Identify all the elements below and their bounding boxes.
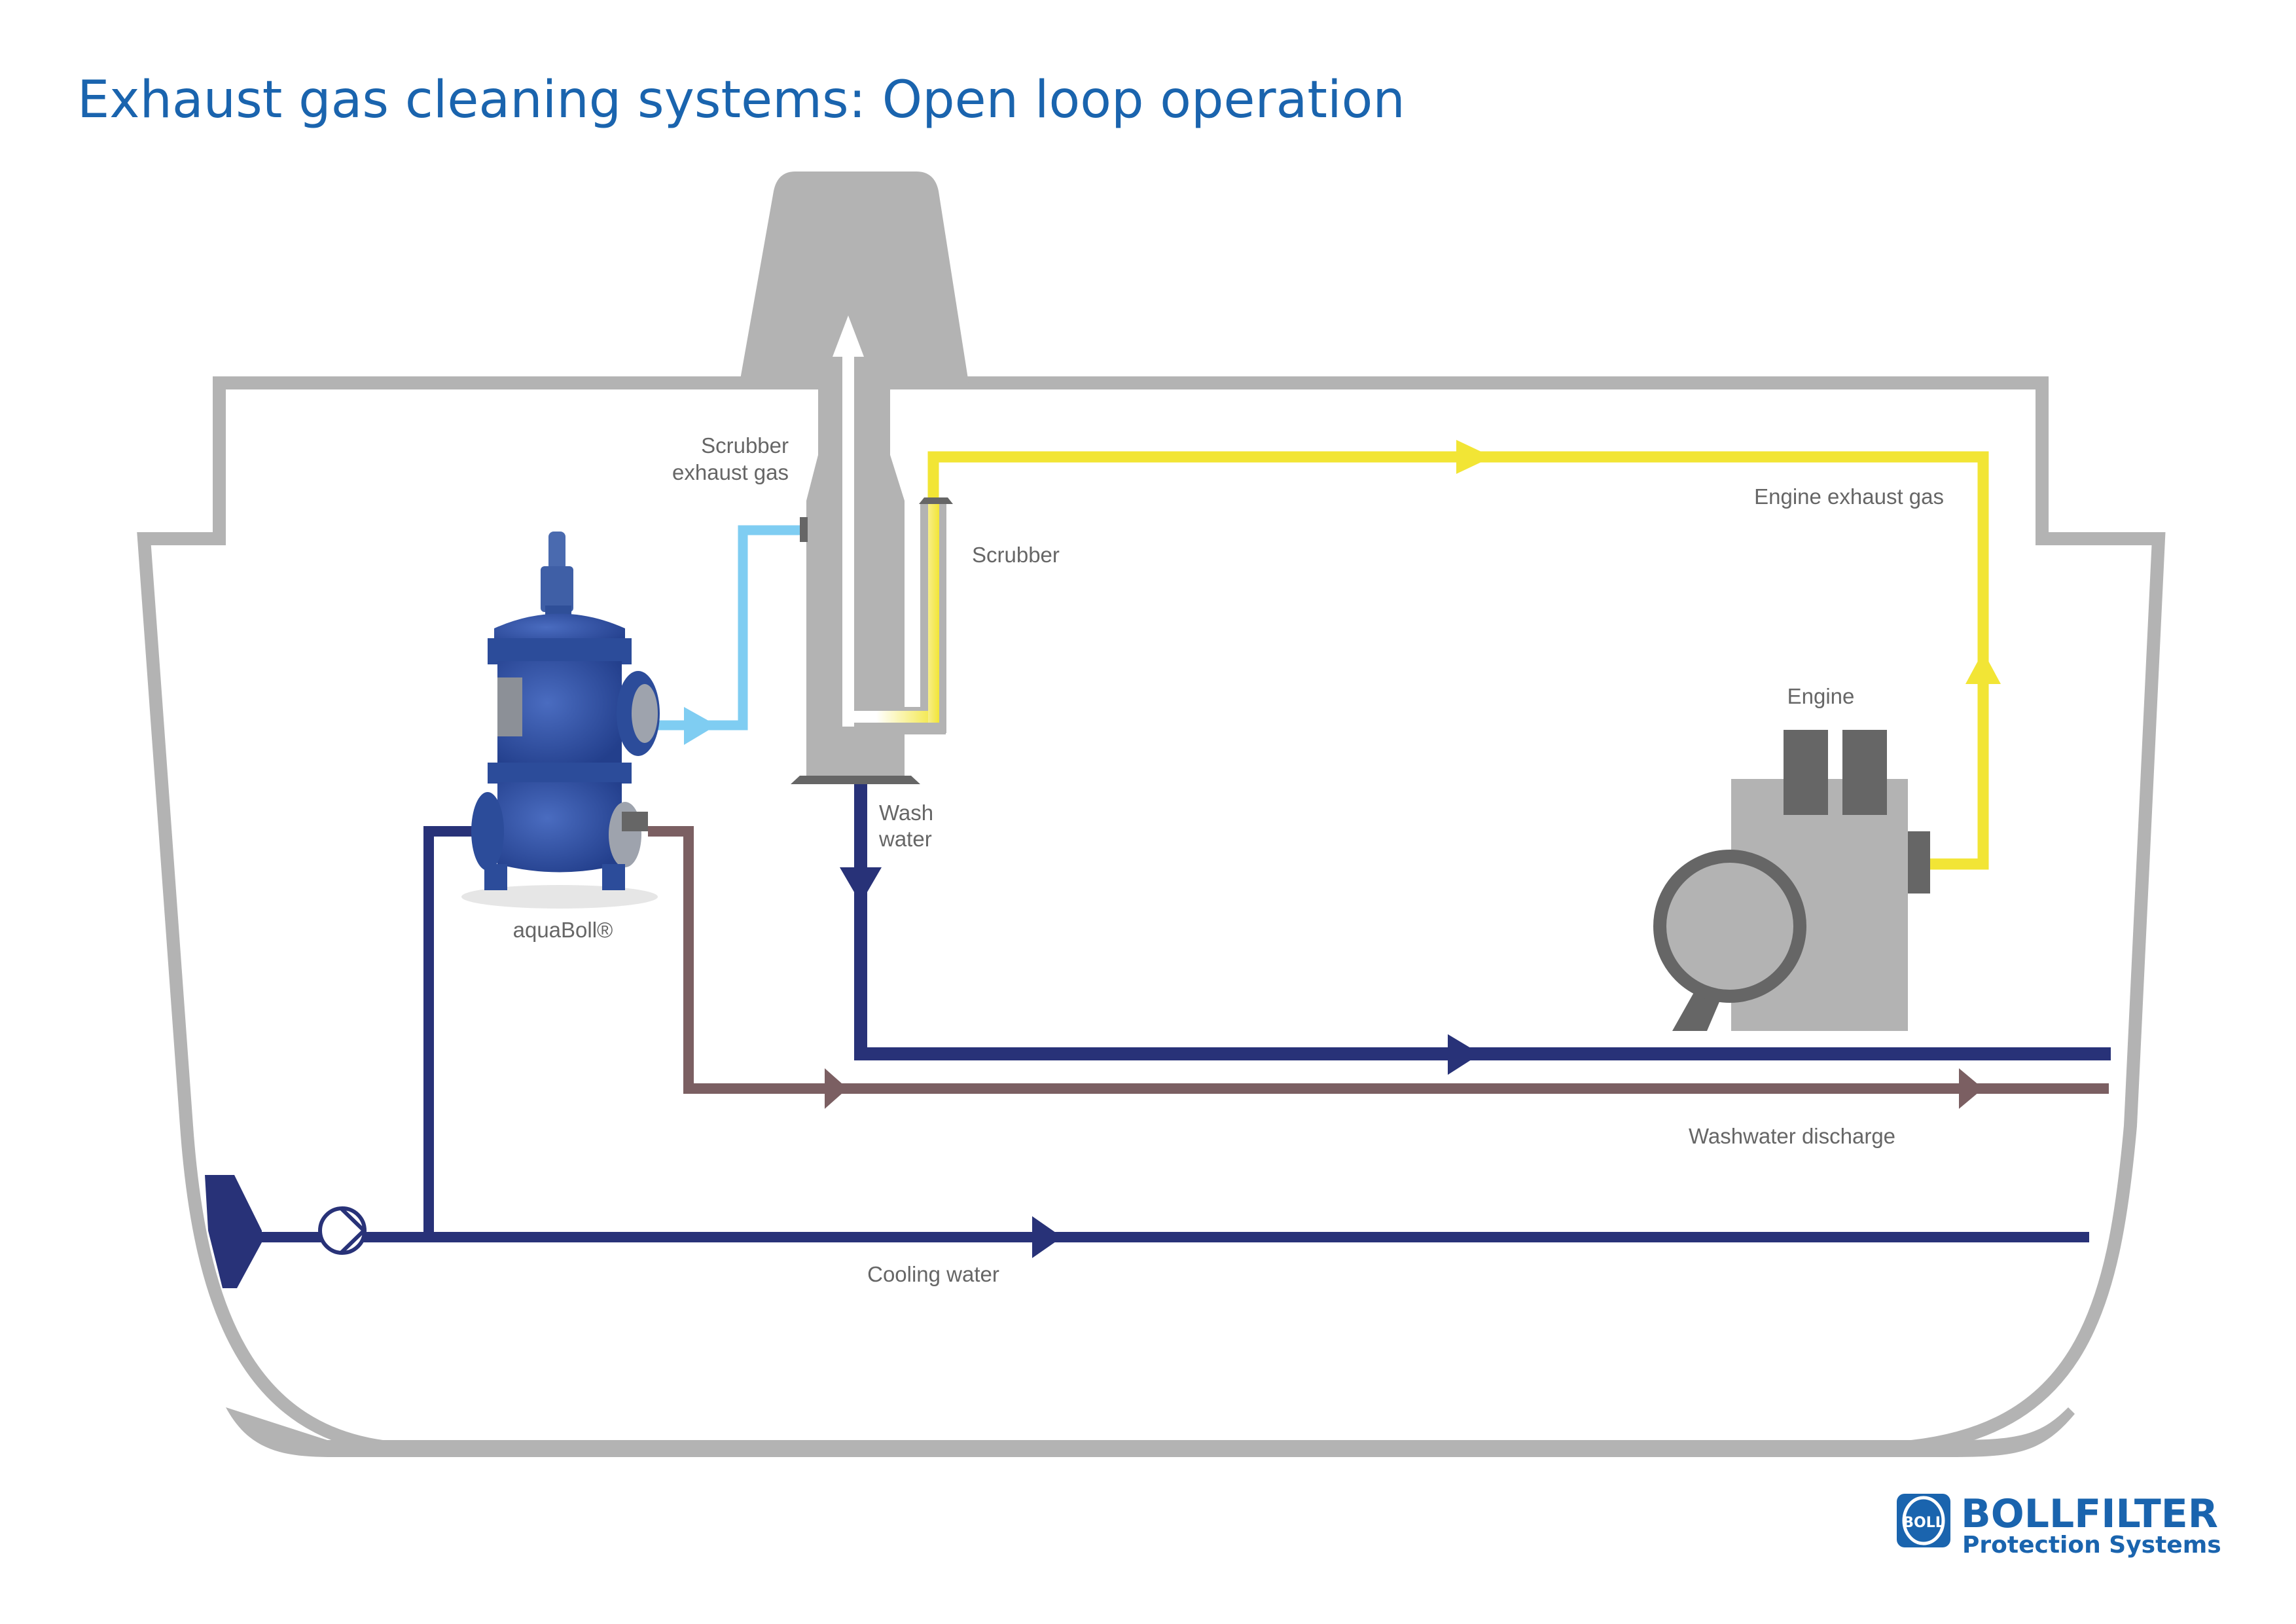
scrubber-gas-inlet-cap: [919, 497, 953, 504]
engine-exhaust-pipe: [927, 451, 1989, 870]
bollfilter-logo: BOLL BOLLFILTER Protection Systems: [1897, 1491, 2221, 1559]
engine-exhaust-up-arrow-icon: [1965, 651, 2001, 684]
engine-flywheel: [1653, 850, 1806, 1003]
label-scrubber: Scrubber: [972, 543, 1060, 567]
page-title: Exhaust gas cleaning systems: Open loop …: [77, 71, 1405, 130]
wash-water-pipe: [854, 784, 2111, 1060]
engine-cylinder-2: [1842, 730, 1887, 815]
scrubber-base: [791, 776, 920, 784]
label-engine-exhaust-gas: Engine exhaust gas: [1754, 484, 1944, 509]
cooling-water-arrow-icon: [1032, 1216, 1062, 1258]
engine-exhaust-outlet: [1908, 831, 1930, 893]
wash-water-arrow-icon: [1448, 1034, 1480, 1075]
scrubber-tower: [806, 455, 946, 779]
engine-exhaust-arrow-icon: [1456, 440, 1492, 474]
logo-brand: BOLLFILTER: [1961, 1491, 2218, 1537]
logo-tagline: Protection Systems: [1962, 1532, 2221, 1559]
filtered-water-arrow-icon: [684, 707, 717, 745]
label-washwater-discharge: Washwater discharge: [1689, 1124, 1895, 1148]
discharge-arrow-2-icon: [1959, 1068, 1983, 1109]
hull-bottom: [226, 1407, 2075, 1457]
washwater-discharge-pipe: [648, 826, 2109, 1094]
exhaust-riser: [928, 504, 939, 723]
label-engine: Engine: [1787, 684, 1855, 708]
label-cooling-water: Cooling water: [867, 1262, 999, 1286]
engine-cylinder-1: [1784, 730, 1828, 815]
funnel: [740, 171, 969, 383]
scrubber-water-inlet: [800, 517, 808, 542]
label-wash-water-1: Wash: [879, 801, 933, 825]
label-aquaboll: aquaBoll®: [513, 918, 613, 942]
filtered-water-pipe: [648, 525, 800, 731]
aquaboll-filter-icon: [461, 532, 660, 909]
logo-emblem-text: BOLL: [1903, 1515, 1945, 1531]
cooling-water-branch: [423, 826, 476, 1237]
pump-icon: [318, 1206, 367, 1255]
discharge-arrow-1-icon: [825, 1068, 848, 1109]
label-scrubber-exhaust-gas-2: exhaust gas: [672, 460, 789, 484]
sea-chest: [205, 1175, 262, 1288]
logo-emblem: [1897, 1494, 1950, 1547]
wash-water-down-arrow-icon: [840, 867, 882, 903]
label-wash-water-2: water: [878, 827, 932, 851]
exhaust-bend: [842, 711, 939, 723]
engine: [1653, 730, 1930, 1031]
label-scrubber-exhaust-gas-1: Scrubber: [701, 433, 789, 458]
scrubbed-gas-arrow-icon: [833, 316, 864, 357]
